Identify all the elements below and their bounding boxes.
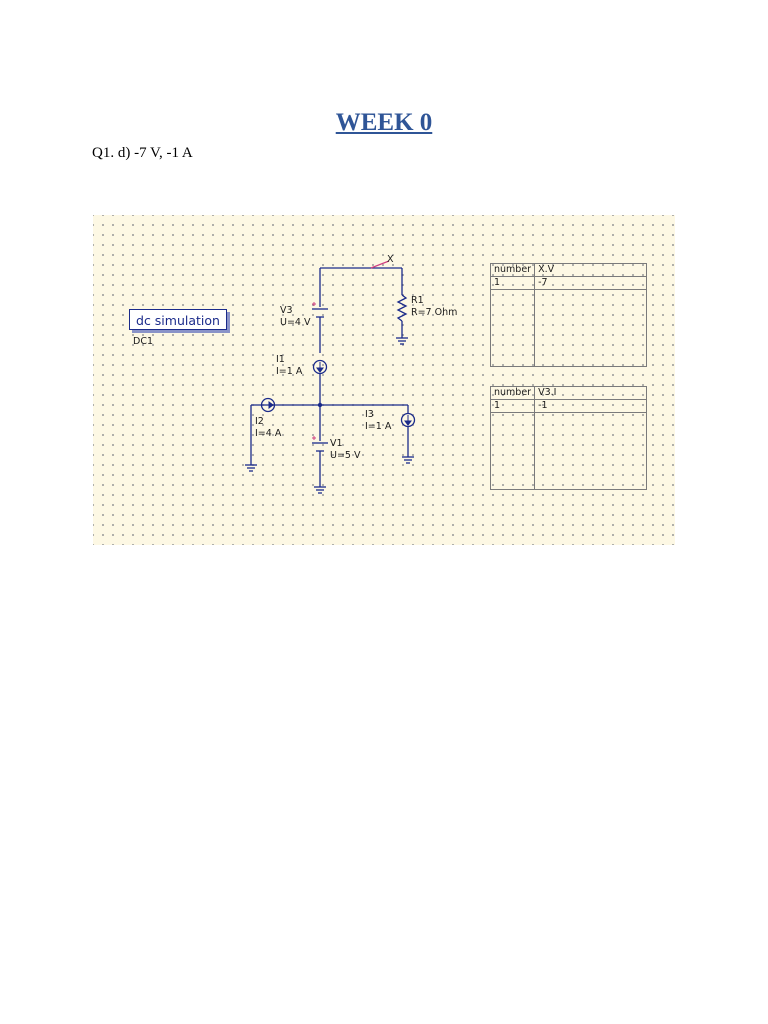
node-x-label: X — [387, 254, 394, 265]
table-header: V3.I — [534, 386, 648, 400]
table-header: X.V — [534, 263, 648, 277]
v1-value: U=5 V — [330, 450, 361, 461]
r1-value: R=7 Ohm — [411, 307, 457, 318]
dc-simulation-block[interactable]: dc simulation — [129, 309, 227, 330]
table-cell-empty — [534, 412, 648, 490]
node-x-flag — [370, 260, 390, 269]
i1-arrow-icon — [316, 367, 324, 373]
result-table-xv[interactable]: number X.V 1 -7 — [489, 263, 648, 367]
dc-simulation-name: DC1 — [133, 336, 153, 347]
v3-name: V3 — [280, 305, 293, 316]
table-cell: 1 — [489, 276, 536, 290]
r1-zigzag — [396, 294, 408, 322]
i2-value: I=4 A — [255, 428, 282, 439]
table-cell-empty — [489, 289, 536, 367]
page-title: WEEK 0 — [335, 109, 433, 136]
ground-icon — [245, 337, 414, 494]
junction-dot — [317, 402, 323, 408]
question-answer: Q1. d) -7 V, -1 A — [92, 145, 193, 161]
v3-value: U=4 V — [280, 317, 311, 328]
table-cell: -7 — [534, 276, 648, 290]
i1-name: I1 — [276, 354, 285, 365]
table-cell-empty — [489, 412, 536, 490]
i3-name: I3 — [365, 409, 374, 420]
i1-value: I=1 A — [276, 366, 303, 377]
i2-circle — [260, 397, 276, 413]
i2-arrow-icon — [268, 401, 274, 409]
result-table-v3i[interactable]: number V3.I 1 -1 — [489, 386, 648, 490]
table-cell: -1 — [534, 399, 648, 413]
r1-name: R1 — [411, 295, 424, 306]
i3-arrow-icon — [404, 420, 412, 426]
table-cell: 1 — [489, 399, 536, 413]
table-cell-empty — [534, 289, 648, 367]
schematic-canvas: X V3 U=4 V R1 R=7 Ohm I1 I=1 A I2 I=4 A … — [93, 215, 675, 545]
circuit-diagram: X V3 U=4 V R1 R=7 Ohm I1 I=1 A I2 I=4 A … — [245, 254, 457, 494]
i2-name: I2 — [255, 416, 264, 427]
v1-name: V1 — [330, 438, 343, 449]
table-header: number — [489, 263, 536, 277]
table-header: number — [489, 386, 536, 400]
i3-value: I=1 A — [365, 421, 392, 432]
